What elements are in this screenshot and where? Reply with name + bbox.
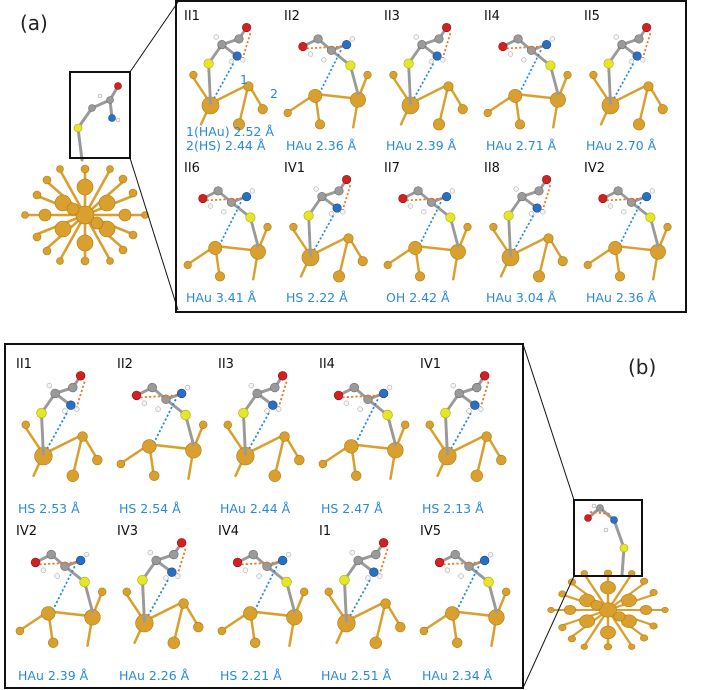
config-label: IV2 [16,524,37,539]
config-label: II2 [284,9,300,24]
config-measurement: HAu 2.39 Å [18,668,89,683]
config-measurement: 1(HAu) 2.52 Å [186,124,274,139]
config-measurement: HAu 2.34 Å [422,668,493,683]
config-cell: IV1 HS 2.22 Å [284,161,369,305]
config-measurement: HS 2.54 Å [119,501,181,516]
zoom-leader-top-b [522,343,575,501]
config-cell: II1 HS 2.53 Å [16,357,104,516]
zoom-leader-bottom-b [522,575,575,689]
config-measurement: HAu 2.36 Å [586,290,657,305]
config-cell: II4 HS 2.47 Å [317,357,411,516]
config-measurement: HAu 2.70 Å [586,138,657,153]
config-label: II7 [384,161,400,176]
config-label: IV5 [420,524,441,539]
config-label: II5 [584,9,600,24]
overview-structure-b [546,503,670,652]
config-label: II4 [484,9,500,24]
zoom-panel-a [175,0,687,313]
config-measurement: HS 2.47 Å [321,501,383,516]
zoom-panel-b [4,343,524,689]
config-label: II2 [117,357,133,372]
zoom-leader-top-a [129,1,179,73]
config-measurement: HS 2.21 Å [220,668,282,683]
panel-label-b: (b) [628,355,656,379]
config-label: IV1 [284,161,305,176]
config-measurement: HAu 2.36 Å [286,138,357,153]
config-cell: II1 1(HAu) 2.52 Å2(HS) 2.44 Å 1 2 [184,9,278,153]
config-measurement: HS 2.53 Å [18,501,80,516]
config-label: II4 [319,357,335,372]
panel-label-a: (a) [20,11,48,35]
config-cell: II7 OH 2.42 Å [382,161,473,305]
config-label: II1 [184,9,200,24]
zoom-box-b [573,499,643,577]
config-measurement: HAu 2.44 Å [220,501,291,516]
config-cell: II2 HS 2.54 Å [115,357,209,516]
config-label: IV3 [117,524,138,539]
config-label: IV1 [420,357,441,372]
config-measurement: HAu 2.71 Å [486,138,557,153]
config-label: II3 [218,357,234,372]
config-cell: IV1 HS 2.13 Å [420,357,508,516]
bond-callout: 1 [240,72,248,87]
config-label: IV2 [584,161,605,176]
config-measurement: HAu 3.41 Å [186,290,257,305]
config-cell: IV4 HS 2.21 Å [216,524,310,683]
bond-callout: 2 [270,86,278,101]
config-label: IV4 [218,524,239,539]
config-measurement: HS 2.13 Å [422,501,484,516]
config-measurement: HAu 2.39 Å [386,138,457,153]
config-label: I1 [319,524,331,539]
config-measurement: HAu 2.26 Å [119,668,190,683]
config-measurement: HAu 2.51 Å [321,668,392,683]
zoom-leader-bottom-a [129,157,179,311]
config-label: II1 [16,357,32,372]
config-measurement: 2(HS) 2.44 Å [186,138,266,153]
config-measurement: HS 2.22 Å [286,290,348,305]
overview-structure-a [20,82,150,267]
config-measurement: HAu 3.04 Å [486,290,557,305]
zoom-box-a [69,71,131,159]
config-label: II8 [484,161,500,176]
config-label: II6 [184,161,200,176]
config-measurement: OH 2.42 Å [386,290,450,305]
config-label: II3 [384,9,400,24]
